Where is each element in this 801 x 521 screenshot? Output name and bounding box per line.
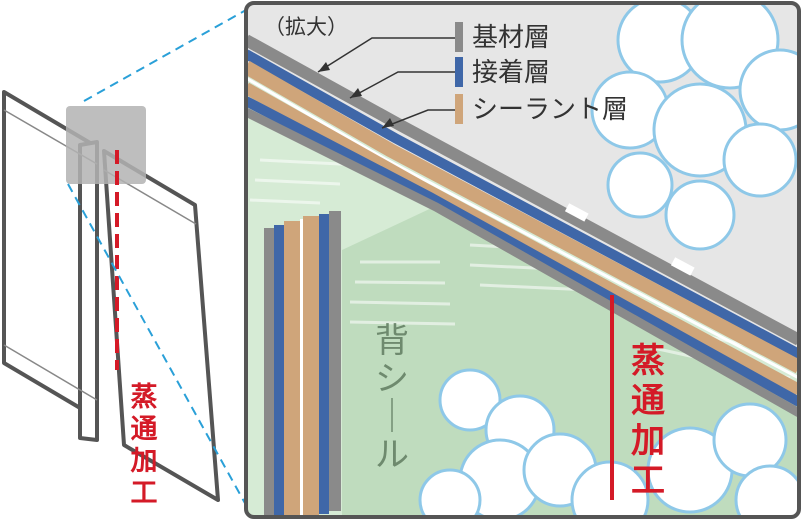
- legend-label-base: 基材層: [472, 23, 550, 53]
- steam-label-small-char-1: 蒸: [131, 382, 158, 413]
- steam-label-small-char-3: 加: [131, 446, 158, 477]
- back-seal-label-char: シ: [375, 359, 409, 399]
- edge-notch-2: [670, 257, 695, 276]
- legend: 基材層 接着層 シーラント層: [317, 22, 628, 129]
- zoom-panel-border: [244, 1, 801, 519]
- steam-label-small-char-2: 通: [131, 414, 158, 445]
- pouch-bottom-seal-line: [3, 344, 98, 401]
- steam-label-zoom-char-1: 蒸: [631, 341, 665, 381]
- steam-cloud-top: [590, 3, 799, 251]
- steam-label-zoom-char-2: 通: [631, 381, 665, 421]
- legend-item-sealant: シーラント層: [381, 94, 628, 129]
- zoom-panel: [246, 3, 799, 517]
- back-seal-label-char: ｜: [375, 397, 409, 437]
- back-seal-label-char: 背: [375, 321, 409, 361]
- zoom-connectors: [67, 9, 247, 506]
- pouch-sketch: [2, 90, 220, 502]
- steam-label-zoom-char-4: 工: [631, 461, 665, 501]
- legend-item-base: 基材層: [317, 22, 550, 73]
- back-seal-label-char: ル: [375, 435, 409, 475]
- legend-item-adhesive: 接着層: [349, 57, 550, 99]
- legend-label-sealant: シーラント層: [472, 95, 628, 125]
- legend-label-adhesive: 接着層: [472, 58, 550, 88]
- back-seal-label: 背シ｜ル: [375, 321, 409, 475]
- steam-label-small-char-4: 工: [131, 478, 158, 509]
- steam-label-zoom-char-3: 加: [631, 421, 665, 461]
- steam-label-small: 蒸 通 加 工: [131, 382, 158, 509]
- edge-notch: [564, 203, 589, 222]
- layer-diagonal: [246, 34, 799, 417]
- steam-cloud-bottom: [418, 368, 799, 517]
- layer-vertical: [264, 211, 341, 517]
- magnify-region: [66, 106, 146, 184]
- steam-label-zoom: 蒸 通 加 工: [631, 341, 665, 501]
- zoom-label: （拡大）: [264, 15, 348, 39]
